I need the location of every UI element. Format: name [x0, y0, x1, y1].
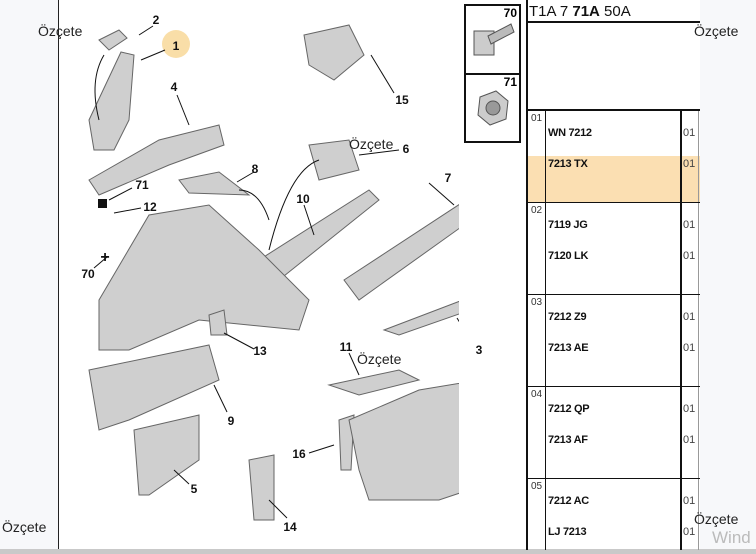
callout-highlight	[162, 30, 190, 58]
callout-4[interactable]: 4	[170, 80, 178, 94]
fastener-thumbnails: 70 71	[464, 4, 521, 143]
flange-nut-icon	[477, 90, 509, 126]
thumbnail-number: 70	[503, 6, 517, 20]
right-margin	[700, 0, 756, 550]
group-number: 03	[531, 297, 543, 308]
divider	[527, 21, 700, 23]
windows-activation-watermark: Wind	[712, 528, 751, 547]
part-2	[98, 29, 128, 51]
part-reference[interactable]: 7119 JG	[548, 219, 588, 231]
callout-5[interactable]: 5	[190, 482, 198, 496]
part-reference[interactable]: 7212 QP	[548, 403, 590, 415]
part-3	[382, 300, 459, 336]
group-number: 04	[531, 389, 543, 400]
group-number: 01	[531, 113, 543, 124]
part-quantity: 01	[683, 250, 696, 262]
row-divider	[527, 294, 700, 295]
part-10	[258, 189, 380, 281]
callout-9[interactable]: 9	[227, 414, 235, 428]
callout-7[interactable]: 7	[444, 171, 452, 185]
part-7	[343, 204, 459, 301]
left-margin	[0, 0, 59, 550]
part-13	[208, 309, 228, 336]
part-reference[interactable]: WN 7212	[548, 127, 592, 139]
rear-subframe	[348, 382, 459, 501]
callout-2[interactable]: 2	[152, 13, 160, 27]
ozcete-label[interactable]: Özçete	[349, 136, 394, 152]
clip-70-marker: +	[100, 249, 109, 266]
thumbnail-71[interactable]: 71	[466, 75, 519, 142]
callout-12[interactable]: 12	[143, 200, 157, 214]
part-quantity: 01	[683, 526, 696, 538]
ozcete-label[interactable]: Özçete	[694, 23, 739, 39]
part-quantity: 01	[683, 434, 696, 446]
row-divider	[527, 478, 700, 479]
callout-16[interactable]: 16	[292, 447, 306, 461]
part-14	[248, 454, 275, 521]
bottom-bar	[0, 549, 756, 554]
row-divider	[527, 386, 700, 387]
part-reference[interactable]: 7212 Z9	[548, 311, 587, 323]
callout-11[interactable]: 11	[339, 340, 353, 354]
parts-diagram: +	[88, 24, 459, 521]
ozcete-label[interactable]: Özçete	[694, 511, 739, 527]
part-quantity: 01	[683, 219, 696, 231]
part-11	[327, 369, 421, 396]
part-8	[178, 171, 251, 196]
part-reference[interactable]: 7120 LK	[548, 250, 589, 262]
part-6	[308, 139, 360, 181]
table-border	[545, 110, 546, 550]
part-1	[88, 51, 135, 151]
part-quantity: 01	[683, 403, 696, 415]
row-divider	[527, 202, 700, 203]
part-reference[interactable]: 7213 AF	[548, 434, 588, 446]
callout-14[interactable]: 14	[283, 520, 297, 534]
table-border	[527, 109, 700, 111]
clip-nut-icon	[473, 23, 515, 56]
callout-10[interactable]: 10	[296, 192, 310, 206]
ozcete-label[interactable]: Özçete	[2, 519, 47, 535]
ozcete-label[interactable]: Özçete	[38, 23, 83, 39]
callout-6[interactable]: 6	[402, 142, 410, 156]
part-quantity: 01	[683, 158, 696, 170]
callout-70[interactable]: 70	[81, 267, 95, 281]
part-4	[88, 124, 225, 196]
diagram-reference: T1A 7 71A 50A	[529, 3, 631, 20]
group-number: 02	[531, 205, 543, 216]
part-9	[88, 344, 220, 431]
thumbnail-70[interactable]: 70	[466, 6, 519, 75]
table-border	[680, 110, 682, 550]
part-quantity: 01	[683, 342, 696, 354]
callout-15[interactable]: 15	[395, 93, 409, 107]
callout-1[interactable]: 1	[172, 39, 180, 53]
callout-13[interactable]: 13	[253, 344, 267, 358]
nut-71-marker	[98, 199, 107, 208]
callout-3[interactable]: 3	[475, 343, 483, 357]
main-wheelarch	[98, 204, 310, 351]
part-reference[interactable]: LJ 7213	[548, 526, 587, 538]
part-reference[interactable]: 7212 AC	[548, 495, 589, 507]
table-border	[698, 110, 699, 550]
part-reference[interactable]: 7213 TX	[548, 158, 588, 170]
part-15	[303, 24, 365, 81]
callout-71[interactable]: 71	[135, 178, 149, 192]
ozcete-label[interactable]: Özçete	[357, 351, 402, 367]
selected-row-highlight	[528, 156, 700, 202]
callout-8[interactable]: 8	[251, 162, 259, 176]
part-reference[interactable]: 7213 AE	[548, 342, 589, 354]
table-border	[526, 0, 528, 550]
part-quantity: 01	[683, 127, 696, 139]
group-number: 05	[531, 481, 543, 492]
thumbnail-number: 71	[503, 75, 517, 89]
part-5	[133, 414, 200, 496]
part-quantity: 01	[683, 495, 696, 507]
part-quantity: 01	[683, 311, 696, 323]
